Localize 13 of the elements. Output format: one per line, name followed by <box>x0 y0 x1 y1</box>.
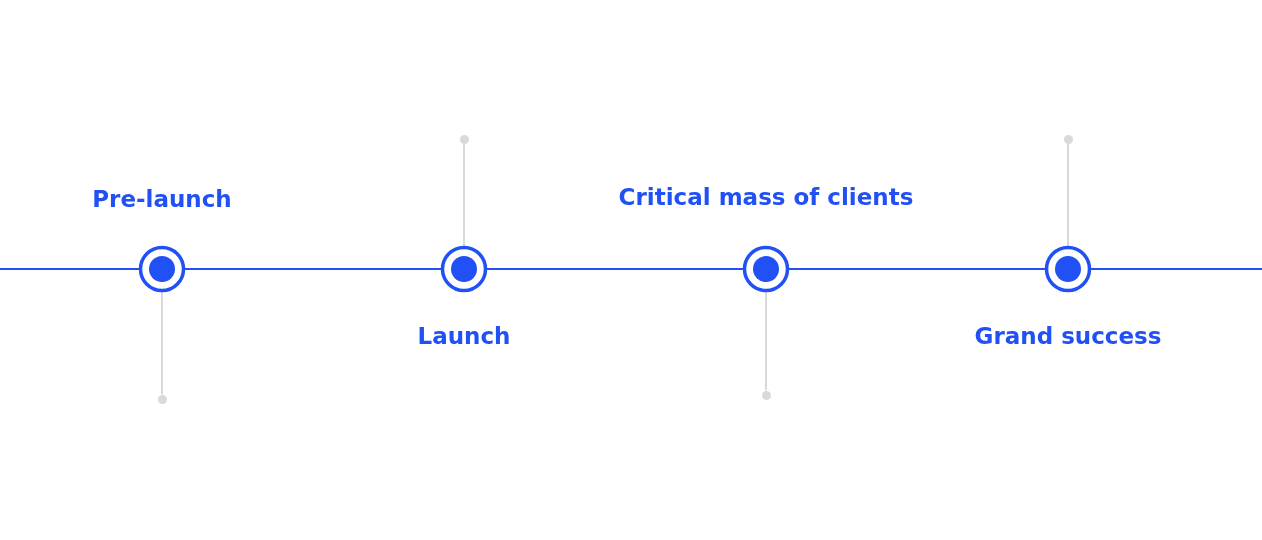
leader-line <box>463 142 465 247</box>
milestone-label: Grand success <box>974 323 1162 349</box>
leader-line <box>161 291 163 396</box>
timeline-line <box>0 268 140 270</box>
timeline-line <box>788 268 1046 270</box>
timeline-line <box>486 268 744 270</box>
timeline-line <box>1090 268 1262 270</box>
leader-line <box>1067 142 1069 247</box>
milestone-label: Launch <box>417 323 511 349</box>
timeline-line <box>184 268 442 270</box>
milestone-label: Pre-launch <box>92 186 232 212</box>
milestone-label: Critical mass of clients <box>618 184 914 210</box>
leader-line <box>765 291 767 392</box>
